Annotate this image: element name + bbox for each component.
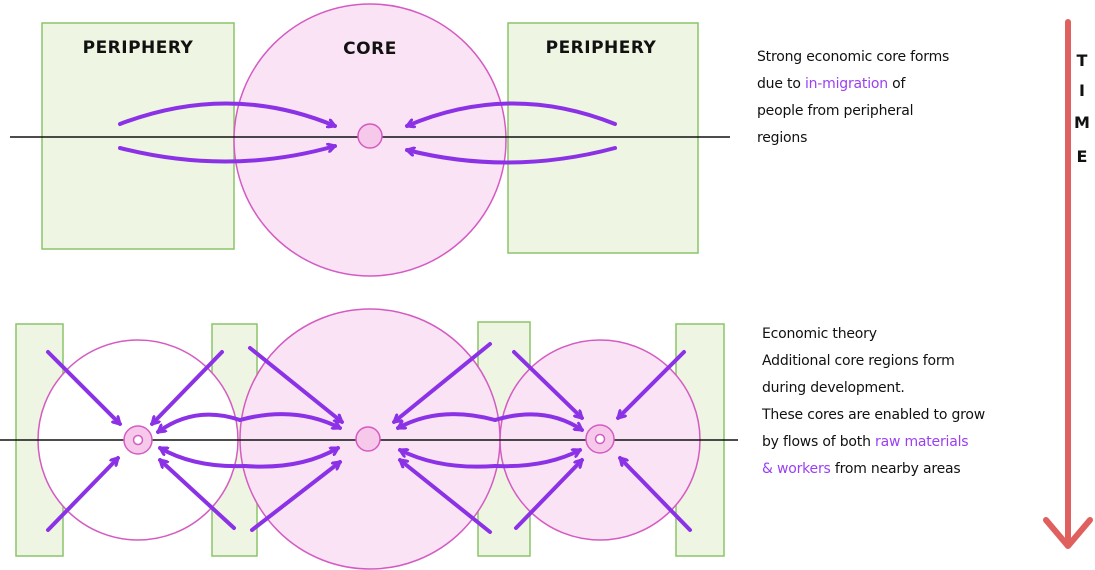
flow-arrow — [118, 146, 337, 164]
note-line: during development. — [762, 375, 1032, 402]
core-node-right-inner — [594, 433, 606, 445]
flow-arrow — [405, 101, 617, 126]
note-line: due to in-migration of — [757, 71, 987, 98]
top-stage: PERIPHERY CORE PERIPHERY — [10, 3, 730, 277]
note-line: Strong economic core forms — [757, 44, 987, 71]
note-text: These cores are enabled to grow — [762, 407, 986, 423]
flow-arrow — [616, 350, 686, 420]
core-node-left-inner — [132, 434, 144, 446]
periphery-region-right — [507, 22, 699, 254]
flow-arrow — [405, 146, 617, 165]
note-text: Strong economic core forms — [757, 49, 950, 65]
flow-arrow — [243, 446, 340, 469]
note-line: & workers from nearby areas — [762, 456, 1032, 483]
note-text: people from peripheral — [757, 103, 914, 119]
time-axis: T I M E — [1043, 19, 1093, 549]
flow-arrow — [46, 350, 122, 426]
note-text: regions — [757, 130, 808, 146]
note-text: due to — [757, 76, 805, 92]
time-letter: M — [1074, 113, 1090, 132]
flow-arrow — [392, 342, 492, 424]
flow-arrow — [493, 448, 582, 469]
bottom-stage — [0, 308, 738, 570]
note-highlight: in-migration — [804, 76, 888, 92]
flow-arrow — [248, 346, 344, 424]
label-periphery-right: PERIPHERY — [546, 38, 657, 58]
flow-arrow — [250, 460, 342, 532]
note-line: Economic theory — [762, 321, 1032, 348]
flow-arrows-bottom — [46, 342, 692, 534]
note-line: These cores are enabled to grow — [762, 402, 1032, 429]
label-periphery-left: PERIPHERY — [83, 38, 194, 58]
note-highlight: raw materials — [875, 434, 969, 450]
note-text: during development. — [762, 380, 905, 396]
label-core: CORE — [343, 39, 397, 59]
note-text: by flows of both — [762, 434, 876, 450]
note-text: Economic theory — [762, 326, 877, 342]
note-text: Additional core regions form — [762, 353, 955, 369]
periphery-region-left — [41, 22, 235, 250]
flow-arrow — [398, 448, 497, 469]
time-arrow-head-icon — [1043, 517, 1093, 549]
time-letter: I — [1079, 81, 1085, 100]
flow-arrow — [158, 446, 247, 469]
note-line: regions — [757, 125, 987, 152]
flow-arrow — [618, 456, 692, 532]
flow-arrow — [158, 458, 236, 530]
note-bottom: Economic theory Additional core regions … — [762, 321, 1032, 483]
flow-arrow — [118, 101, 337, 126]
time-letter: T — [1077, 51, 1088, 70]
migration-arrows-top — [118, 101, 617, 165]
flow-arrow — [396, 412, 497, 430]
time-letter: E — [1077, 147, 1088, 166]
note-top: Strong economic core forms due to in-mig… — [757, 44, 987, 152]
note-text: of — [887, 76, 906, 92]
flow-arrow — [238, 412, 342, 430]
flow-arrow — [156, 412, 242, 434]
note-text: from nearby areas — [830, 461, 961, 477]
flow-arrow — [493, 412, 584, 432]
flow-arrow — [512, 350, 584, 420]
flow-arrow — [514, 458, 584, 530]
note-line: people from peripheral — [757, 98, 987, 125]
core-center-node — [357, 123, 383, 149]
core-node-main — [355, 426, 381, 452]
note-line: by flows of both raw materials — [762, 429, 1032, 456]
note-highlight: & workers — [762, 461, 831, 477]
flow-arrow — [398, 458, 492, 534]
flow-arrow — [150, 350, 224, 426]
note-line: Additional core regions form — [762, 348, 1032, 375]
flow-arrow — [46, 456, 120, 532]
